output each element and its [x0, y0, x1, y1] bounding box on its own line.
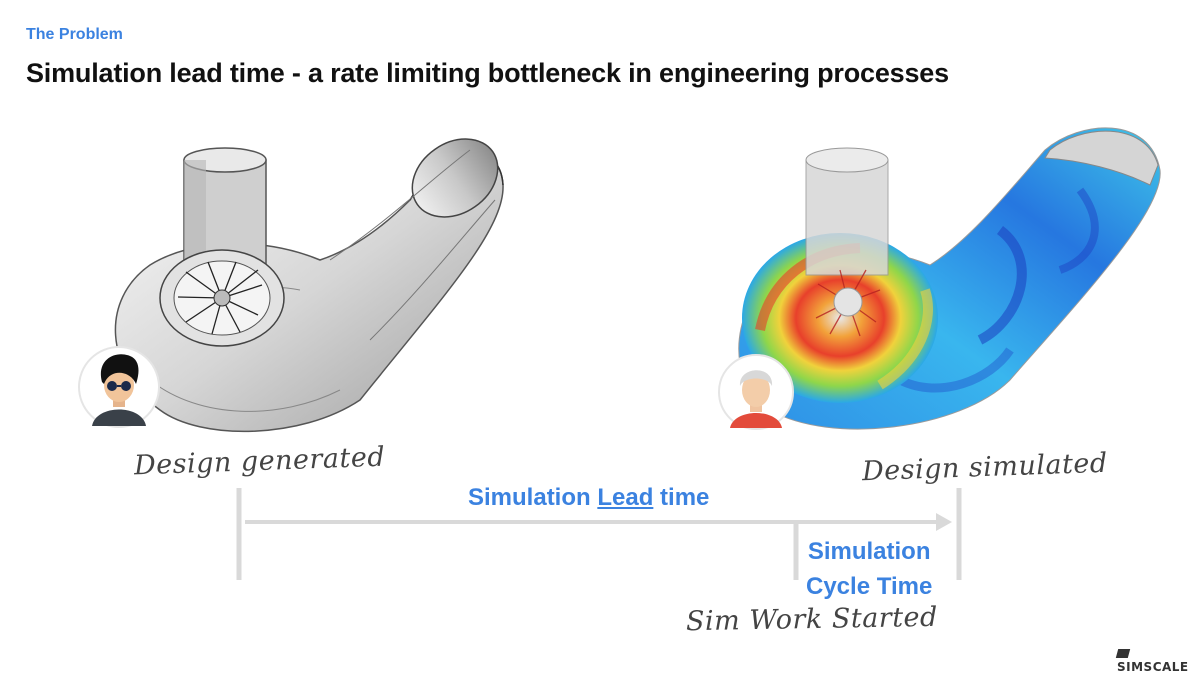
cycle-line-2: Cycle Time	[806, 573, 933, 600]
lead-prefix: Simulation	[468, 484, 598, 511]
sim-work-started-label: Sim Work Started	[685, 601, 939, 638]
simscale-logo: SIMSCALE	[1115, 646, 1200, 674]
section-kicker: The Problem	[26, 26, 123, 43]
pump-model-simulated	[738, 127, 1161, 430]
simscale-logo-icon	[1115, 649, 1131, 658]
logo-text: SIMSCALE	[1117, 660, 1189, 674]
avatar-designer	[78, 346, 160, 428]
timeline	[236, 488, 962, 580]
simulation-cycle-time-label: Simulation Cycle Time	[806, 534, 932, 604]
avatar-analyst	[718, 354, 794, 430]
pump-model-gray	[114, 138, 504, 433]
simulation-lead-time-label: Simulation Lead time	[468, 484, 709, 512]
cycle-line-1: Simulation	[807, 538, 931, 565]
lead-emphasis: Lead	[597, 484, 654, 511]
slide-title: Simulation lead time - a rate limiting b…	[26, 58, 949, 88]
lead-suffix: time	[653, 484, 710, 511]
